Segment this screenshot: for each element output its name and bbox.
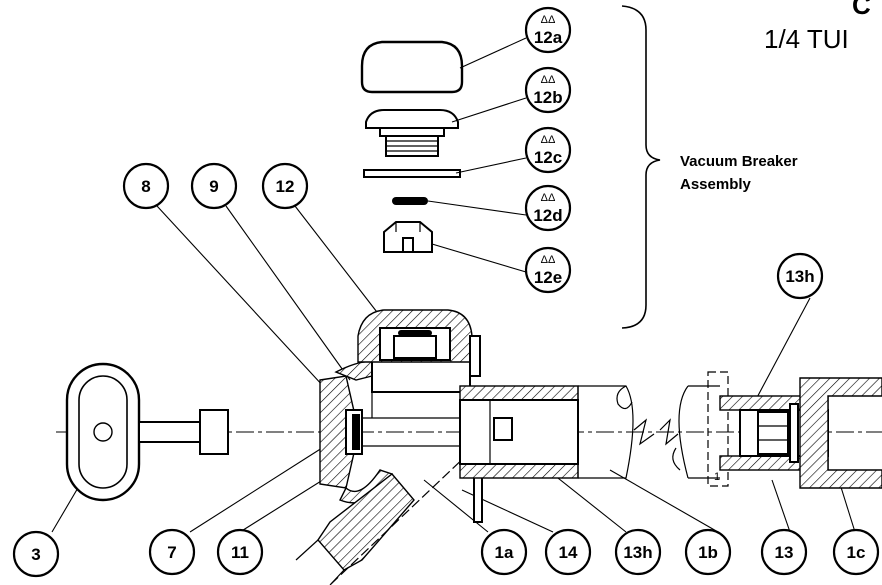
part-12a-cap <box>360 40 464 94</box>
svg-text:ΔΔ: ΔΔ <box>541 134 556 146</box>
pipe-section-right <box>659 371 882 489</box>
callout-7: 7 <box>148 528 196 576</box>
callout-12d: ΔΔ 12d <box>524 184 572 232</box>
svg-text:8: 8 <box>141 177 150 196</box>
part-12b-bonnet <box>365 109 459 157</box>
svg-text:1a: 1a <box>495 543 514 562</box>
callout-12a: ΔΔ 12a <box>524 6 572 54</box>
svg-text:9: 9 <box>209 177 218 196</box>
leader-lines <box>51 37 856 533</box>
callout-12: 12 <box>261 162 309 210</box>
callout-8: 8 <box>122 162 170 210</box>
callout-13h-lower: 13h <box>614 528 662 576</box>
svg-text:12: 12 <box>276 177 295 196</box>
svg-text:12e: 12e <box>534 268 562 287</box>
svg-text:13h: 13h <box>785 267 814 286</box>
header-subtitle-fragment: 1/4 TUI <box>764 24 849 54</box>
assembly-bracket <box>621 5 661 329</box>
section-mark: 1 <box>714 471 720 483</box>
svg-text:12d: 12d <box>533 206 562 225</box>
tee-key-handle <box>65 362 229 502</box>
svg-text:1c: 1c <box>847 543 866 562</box>
callout-3: 3 <box>12 530 60 578</box>
svg-text:12c: 12c <box>534 148 562 167</box>
callout-12c: ΔΔ 12c <box>524 126 572 174</box>
svg-text:7: 7 <box>167 543 176 562</box>
svg-text:ΔΔ: ΔΔ <box>541 254 556 266</box>
pipe-section-1b <box>459 385 655 479</box>
svg-text:12b: 12b <box>533 88 562 107</box>
svg-text:1b: 1b <box>698 543 718 562</box>
callout-1a: 1a <box>480 528 528 576</box>
callout-1c: 1c <box>832 528 880 576</box>
svg-text:14: 14 <box>559 543 578 562</box>
callout-1b: 1b <box>684 528 732 576</box>
callout-12e: ΔΔ 12e <box>524 246 572 294</box>
callout-13: 13 <box>760 528 808 576</box>
svg-text:3: 3 <box>31 545 40 564</box>
svg-text:13: 13 <box>775 543 794 562</box>
callout-11: 11 <box>216 528 264 576</box>
callout-9: 9 <box>190 162 238 210</box>
callout-12b: ΔΔ 12b <box>524 66 572 114</box>
part-12e-poppet <box>383 221 433 253</box>
svg-text:12a: 12a <box>534 28 563 47</box>
callout-14: 14 <box>544 528 592 576</box>
valve-body <box>295 309 483 585</box>
svg-text:ΔΔ: ΔΔ <box>541 14 556 26</box>
part-12c-washer <box>363 169 461 178</box>
part-12d-o-ring <box>392 197 428 205</box>
svg-text:ΔΔ: ΔΔ <box>541 192 556 204</box>
svg-text:13h: 13h <box>623 543 652 562</box>
header-title-fragment: C <box>852 0 871 20</box>
assembly-label-line1: Vacuum Breaker <box>680 153 798 170</box>
svg-text:ΔΔ: ΔΔ <box>541 74 556 86</box>
assembly-label-line2: Assembly <box>680 176 752 193</box>
svg-text:11: 11 <box>231 543 249 562</box>
callout-13h-upper: 13h <box>776 252 824 300</box>
